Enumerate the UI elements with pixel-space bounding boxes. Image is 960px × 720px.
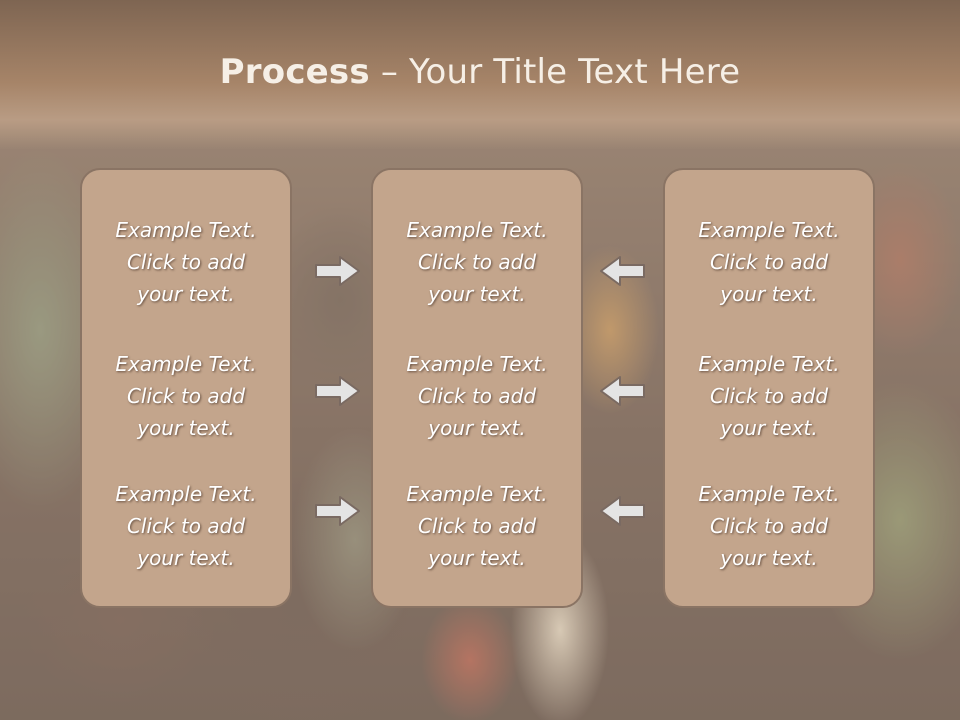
text-line: your text. [428,416,526,440]
text-line: your text. [137,546,235,570]
text-placeholder[interactable]: Example Text. Click to add your text. [82,348,290,444]
title-separator: – [369,52,410,92]
text-line: your text. [720,282,818,306]
arrow-left-icon[interactable] [598,374,646,408]
left-text-box[interactable]: Example Text. Click to add your text. Ex… [80,168,292,608]
text-line: Example Text. [406,218,548,242]
text-placeholder[interactable]: Example Text. Click to add your text. [665,348,873,444]
text-line: your text. [428,546,526,570]
text-line: Example Text. [698,352,840,376]
text-line: Click to add [709,384,829,408]
text-line: Example Text. [406,482,548,506]
text-line: Click to add [709,250,829,274]
right-text-box[interactable]: Example Text. Click to add your text. Ex… [663,168,875,608]
middle-text-box[interactable]: Example Text. Click to add your text. Ex… [371,168,583,608]
arrow-right-icon[interactable] [314,494,362,528]
text-line: Click to add [417,384,537,408]
text-line: Click to add [709,514,829,538]
text-line: Example Text. [115,352,257,376]
text-line: Example Text. [698,218,840,242]
text-line: your text. [428,282,526,306]
text-placeholder[interactable]: Example Text. Click to add your text. [373,348,581,444]
arrow-right-icon[interactable] [314,374,362,408]
text-line: Click to add [126,250,246,274]
text-line: Click to add [417,514,537,538]
text-line: your text. [137,416,235,440]
text-line: Click to add [126,514,246,538]
slide-title[interactable]: Process – Your Title Text Here [0,52,960,92]
text-placeholder[interactable]: Example Text. Click to add your text. [665,478,873,574]
arrow-right-icon[interactable] [314,254,362,288]
text-line: your text. [720,416,818,440]
text-line: Click to add [126,384,246,408]
text-placeholder[interactable]: Example Text. Click to add your text. [82,478,290,574]
text-placeholder[interactable]: Example Text. Click to add your text. [82,214,290,310]
arrow-left-icon[interactable] [598,494,646,528]
text-line: Click to add [417,250,537,274]
text-placeholder[interactable]: Example Text. Click to add your text. [373,478,581,574]
text-line: Example Text. [115,218,257,242]
text-line: Example Text. [115,482,257,506]
title-rest: Your Title Text Here [409,52,741,92]
text-placeholder[interactable]: Example Text. Click to add your text. [373,214,581,310]
title-band [0,0,960,150]
text-placeholder[interactable]: Example Text. Click to add your text. [665,214,873,310]
title-strong: Process [219,52,370,92]
text-line: your text. [720,546,818,570]
text-line: Example Text. [698,482,840,506]
text-line: your text. [137,282,235,306]
arrow-left-icon[interactable] [598,254,646,288]
text-line: Example Text. [406,352,548,376]
